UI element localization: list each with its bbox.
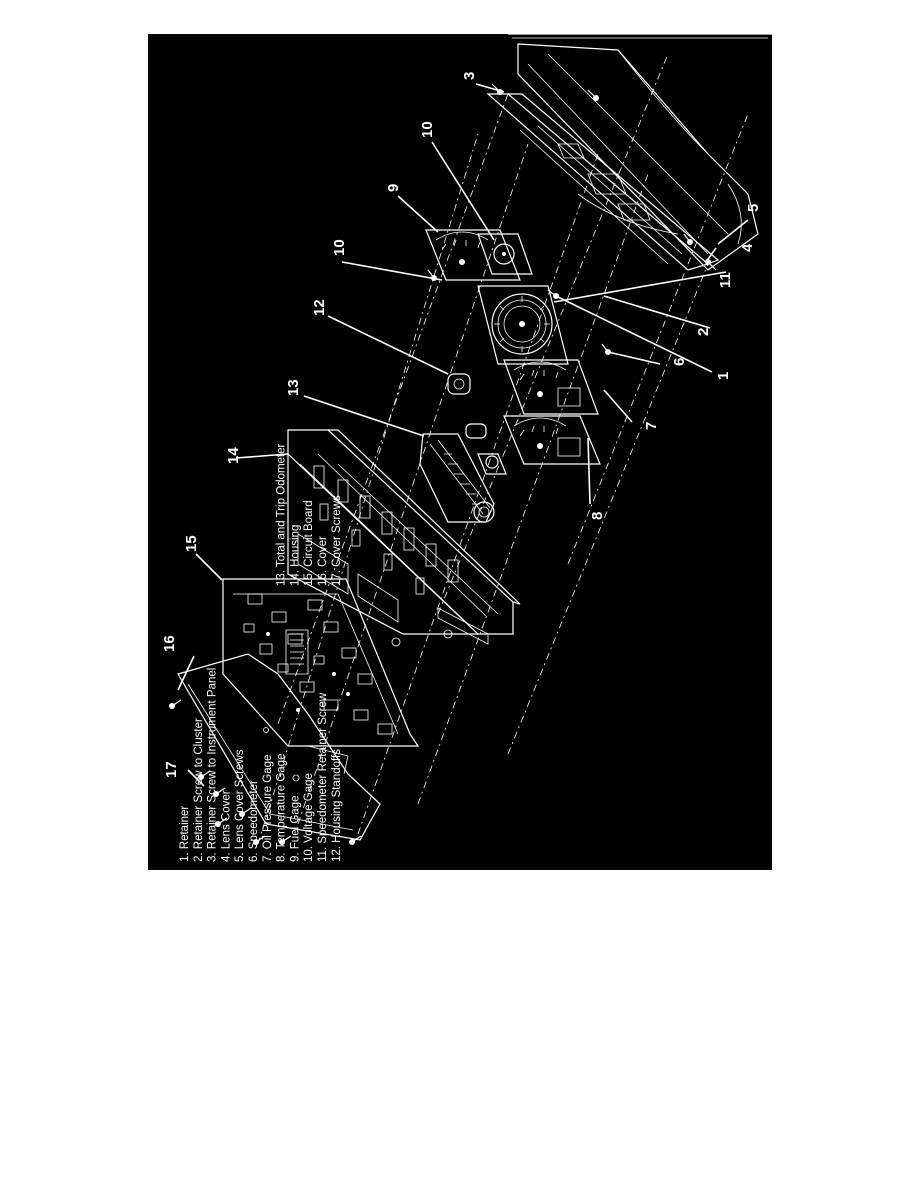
legend-item-6: 6. Speedometer: [248, 780, 260, 862]
legend-item-12: 12. Housing Standoffs: [331, 749, 343, 862]
retainer: [517, 43, 759, 271]
callout-7: 7: [643, 422, 660, 430]
cover-screws: [169, 699, 362, 845]
screw-icon: [213, 787, 226, 797]
odometer: [419, 433, 507, 523]
screw-icon: [215, 817, 228, 827]
leader-lines: [177, 83, 749, 787]
legend-item-8: 8. Temperature Gage: [276, 754, 288, 862]
screw-icon: [279, 835, 292, 845]
misc-screws: [427, 83, 717, 355]
oil-pressure-gage: [503, 359, 599, 415]
legend-item-7: 7. Oil Pressure Gage: [262, 755, 274, 862]
callout-10-upper: 10: [419, 121, 436, 138]
callout-10-lower: 10: [331, 239, 348, 256]
callout-5: 5: [745, 204, 762, 212]
screw-icon: [601, 343, 611, 355]
callout-8: 8: [589, 512, 606, 520]
callout-9: 9: [385, 184, 402, 192]
callout-12: 12: [311, 299, 328, 316]
callout-6: 6: [671, 358, 688, 366]
screw-icon: [239, 807, 252, 817]
callout-14: 14: [225, 447, 242, 464]
cover-plate: [177, 653, 381, 841]
callout-13: 13: [285, 379, 302, 396]
legend-item-16: 16. Cover: [317, 536, 329, 586]
exploded-diagram-panel: 1. Retainer 2. Retainer Screw to Cluster…: [148, 34, 772, 870]
legend-item-3: 3. Retainer Screw to Instrument Panel: [207, 668, 219, 862]
callout-11: 11: [717, 272, 734, 288]
legend-item-2: 2. Retainer Screw to Cluster: [193, 718, 205, 862]
callout-15: 15: [183, 535, 200, 552]
legend-item-15: 15. Circuit Board: [303, 500, 315, 586]
fuel-gage: [425, 229, 521, 281]
callout-3: 3: [461, 72, 478, 80]
legend-item-10: 10. Voltage Gage: [303, 773, 315, 862]
alignment-lines: [257, 53, 749, 845]
screw-icon: [349, 835, 362, 845]
retainer-panel-strip: [508, 34, 772, 39]
screw-icon: [683, 233, 693, 245]
legend-item-13: 13. Total and Trip Odometer: [276, 443, 288, 586]
screw-icon: [587, 89, 599, 101]
callout-4: 4: [739, 243, 756, 252]
screw-icon: [169, 699, 182, 709]
legend-item-5: 5. Lens Cover Screws: [234, 749, 246, 862]
legend-item-17: 17. Cover Screws: [331, 495, 343, 586]
screw-icon: [198, 770, 211, 780]
screw-icon: [253, 835, 266, 845]
legend-item-4: 4. Lens Cover: [220, 790, 232, 862]
callouts: 17 16 15 14 13 12 10 9 10 3 8 7 6 1 2 11…: [161, 72, 762, 778]
callout-17: 17: [163, 761, 180, 778]
legend-item-11: 11. Speedometer Retainer Screw: [317, 692, 329, 862]
circuit-board: [222, 578, 420, 747]
callout-2: 2: [695, 328, 712, 336]
housing-standoffs: [447, 373, 487, 439]
legend-item-14: 14. Housing: [289, 525, 301, 586]
callout-1: 1: [715, 372, 732, 380]
callout-16: 16: [161, 635, 178, 652]
lens-cover: [486, 93, 720, 271]
speedometer: [477, 285, 569, 365]
exploded-view-drawing: 1. Retainer 2. Retainer Screw to Cluster…: [161, 34, 772, 862]
legend-item-1: 1. Retainer: [179, 806, 191, 862]
temperature-gage: [503, 415, 601, 465]
voltage-gage: [477, 233, 533, 275]
